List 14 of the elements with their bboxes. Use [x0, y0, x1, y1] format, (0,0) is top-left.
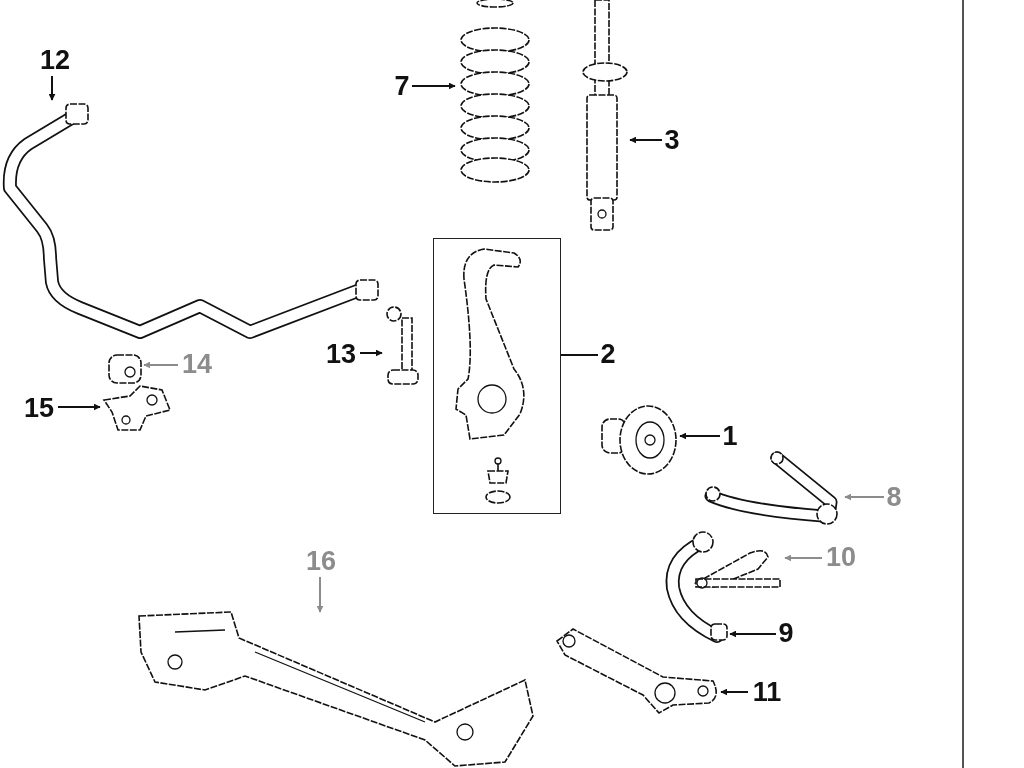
leader-arrow — [784, 554, 823, 562]
leader-arrow — [411, 82, 456, 90]
leader-arrow — [720, 688, 749, 696]
leader-arrow — [679, 432, 721, 440]
leader-arrow — [48, 75, 56, 101]
leader-arrow — [629, 136, 663, 144]
leader-arrow — [316, 576, 324, 613]
leader-arrow — [729, 630, 777, 638]
part-group-frame — [433, 238, 561, 514]
leader-arrow — [359, 349, 383, 357]
leader-line — [560, 354, 599, 356]
leader-arrow — [57, 403, 101, 411]
leader-arrow — [143, 361, 179, 369]
leader-arrow — [844, 493, 885, 501]
